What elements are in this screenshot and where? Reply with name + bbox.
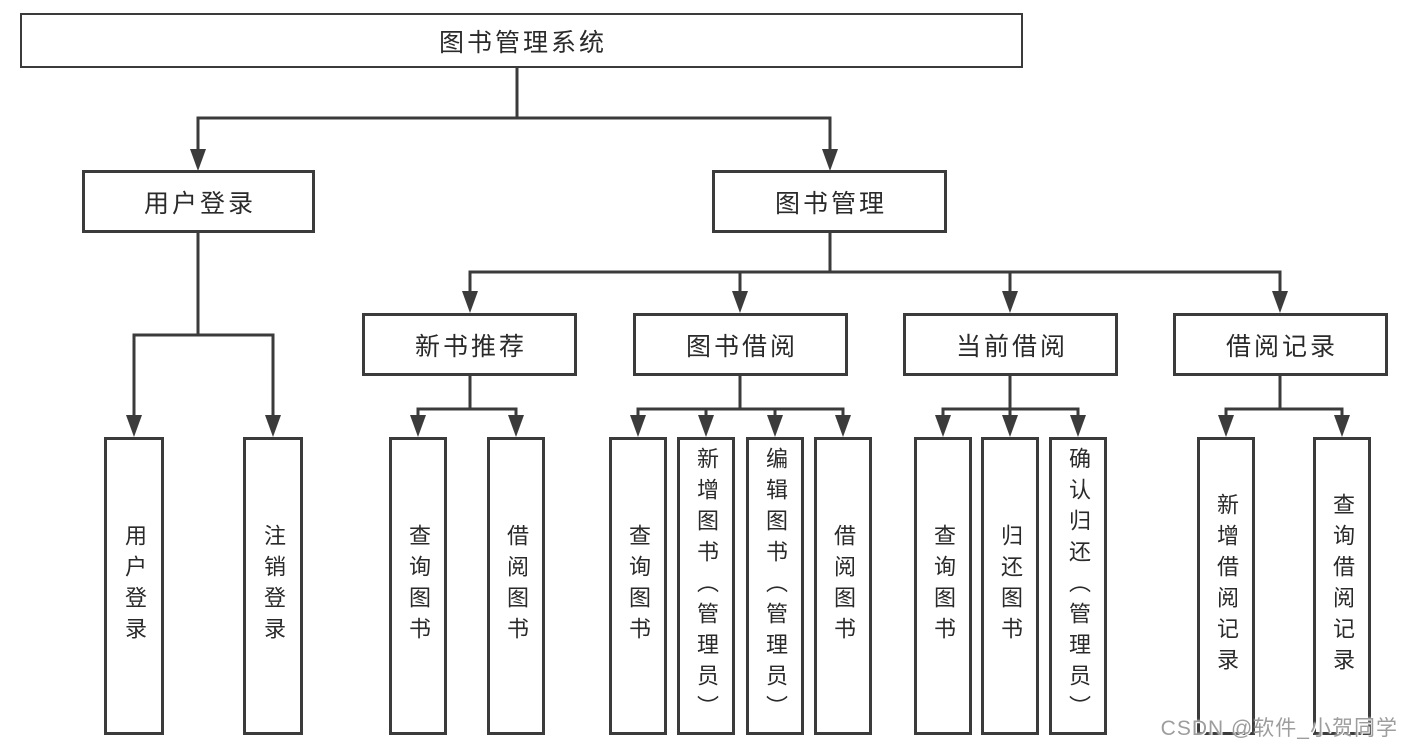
node-label: 新书推荐	[414, 332, 527, 361]
leaf-confirm-return-admin: 确认归还（管理员）	[1049, 437, 1107, 735]
node-current-borrow: 当前借阅	[903, 313, 1118, 376]
node-label: 注销登录	[261, 524, 286, 648]
leaf-return-books: 归还图书	[981, 437, 1039, 735]
node-label: 借阅图书	[504, 524, 529, 648]
leaf-borrow-books-recommend: 借阅图书	[487, 437, 545, 735]
csdn-watermark: CSDN @软件_小贺同学	[1160, 717, 1398, 740]
node-label: 图书管理	[774, 189, 887, 218]
leaf-edit-books-admin: 编辑图书（管理员）	[746, 437, 804, 735]
node-label: 用户登录	[143, 189, 256, 218]
node-borrow-records: 借阅记录	[1173, 313, 1388, 376]
node-label: 借阅记录	[1225, 332, 1338, 361]
leaf-logout: 注销登录	[243, 437, 303, 735]
node-label: 新增图书（管理员）	[694, 446, 719, 726]
leaf-user-login: 用户登录	[104, 437, 164, 735]
node-label: 当前借阅	[955, 332, 1068, 361]
leaf-query-borrow-record: 查询借阅记录	[1313, 437, 1371, 735]
arrowheads	[126, 149, 1350, 437]
leaf-query-books-borrow: 查询图书	[609, 437, 667, 735]
leaf-query-books-current: 查询图书	[914, 437, 972, 735]
node-library-management-system: 图书管理系统	[20, 13, 1023, 68]
node-book-management: 图书管理	[712, 170, 947, 233]
node-label: 新增借阅记录	[1214, 493, 1239, 679]
node-label: 编辑图书（管理员）	[763, 446, 788, 726]
leaf-query-books-recommend: 查询图书	[389, 437, 447, 735]
node-new-book-recommend: 新书推荐	[362, 313, 577, 376]
node-label: 查询借阅记录	[1330, 493, 1355, 679]
node-label: 归还图书	[998, 524, 1023, 648]
node-label: 确认归还（管理员）	[1066, 446, 1091, 726]
leaf-add-borrow-record: 新增借阅记录	[1197, 437, 1255, 735]
node-label: 查询图书	[626, 524, 651, 648]
node-label: 用户登录	[122, 524, 147, 648]
node-label: 借阅图书	[831, 524, 856, 648]
node-book-borrow: 图书借阅	[633, 313, 848, 376]
node-user-login: 用户登录	[82, 170, 315, 233]
leaf-borrow-books: 借阅图书	[814, 437, 872, 735]
leaf-add-books-admin: 新增图书（管理员）	[677, 437, 735, 735]
node-label: 图书借阅	[685, 332, 798, 361]
node-label: 图书管理系统	[438, 28, 607, 57]
node-label: 查询图书	[406, 524, 431, 648]
node-label: 查询图书	[931, 524, 956, 648]
